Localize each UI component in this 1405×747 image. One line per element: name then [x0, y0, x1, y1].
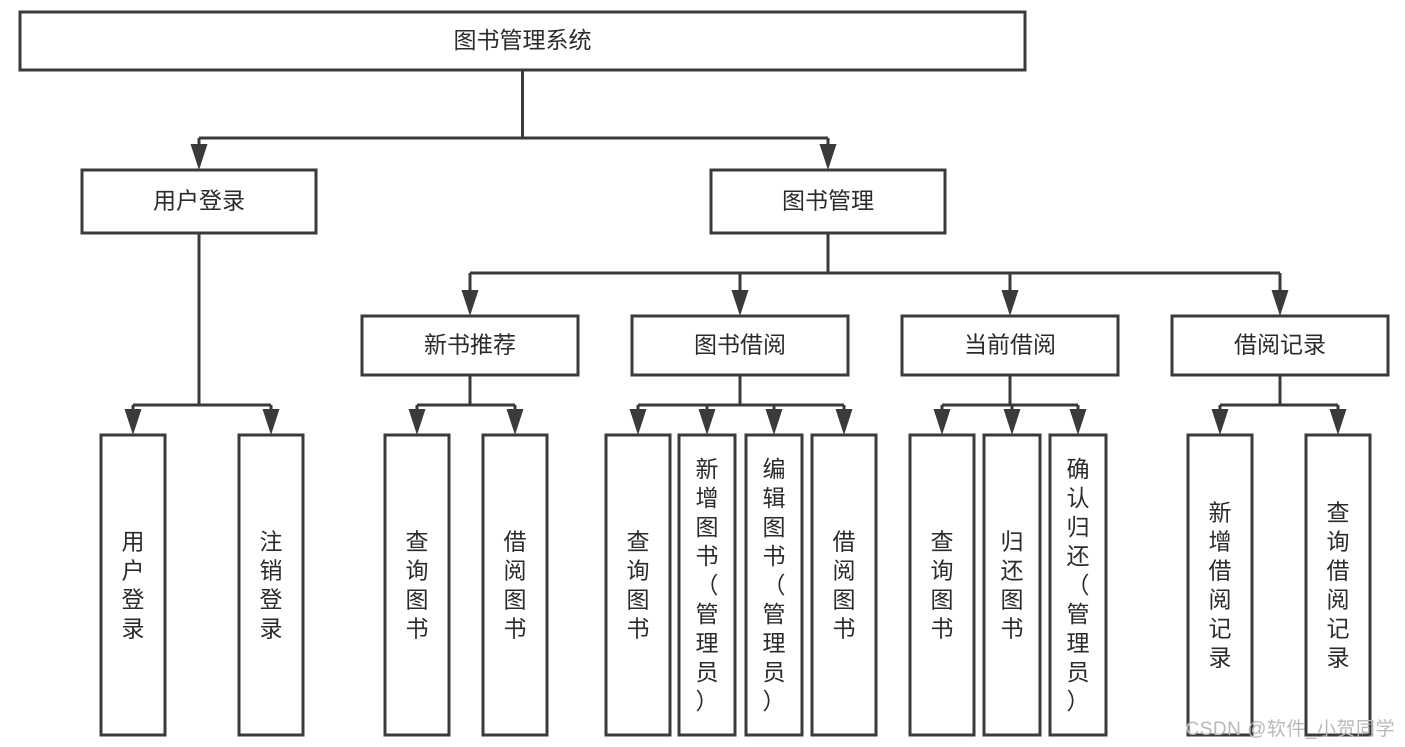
node-layer: 图书管理系统用户登录图书管理新书推荐图书借阅当前借阅借阅记录用户登录注销登录查询…	[18, 10, 1390, 737]
node-box	[709, 168, 947, 235]
node-l_query_book_2[interactable]: 查询图书	[604, 433, 672, 737]
node-n_record[interactable]: 借阅记录	[1170, 314, 1390, 377]
node-box	[744, 433, 804, 737]
node-label: 借阅图书	[833, 529, 856, 642]
node-l_edit_book[interactable]: 编辑图书（管理员）	[744, 433, 804, 737]
node-n_borrow[interactable]: 图书借阅	[630, 314, 850, 377]
node-box	[900, 314, 1120, 377]
node-n_user_login[interactable]: 用户登录	[80, 168, 318, 235]
node-box	[481, 433, 549, 737]
node-l_query_book_1[interactable]: 查询图书	[383, 433, 451, 737]
node-n_book_mgmt[interactable]: 图书管理	[709, 168, 947, 235]
connector-group-n_new_rec	[408, 375, 524, 435]
node-label: 查询图书	[931, 529, 954, 642]
node-label: 编辑图书（管理员）	[763, 456, 786, 714]
node-label: 查询图书	[627, 529, 650, 642]
connector-group-root	[190, 70, 837, 170]
watermark-label: CSDN @软件_小贺同学	[1185, 719, 1395, 740]
node-label: 图书管理	[782, 188, 874, 214]
node-l_query_book_3[interactable]: 查询图书	[908, 433, 976, 737]
node-box	[1048, 433, 1108, 737]
node-box	[237, 433, 305, 737]
node-l_query_record[interactable]: 查询借阅记录	[1304, 433, 1372, 737]
node-label: 借阅记录	[1234, 332, 1326, 358]
node-box	[360, 314, 580, 377]
node-l_add_book[interactable]: 新增图书（管理员）	[677, 433, 737, 737]
connector-group-n_borrow	[629, 375, 853, 435]
node-n_new_rec[interactable]: 新书推荐	[360, 314, 580, 377]
node-box	[908, 433, 976, 737]
node-box	[810, 433, 878, 737]
node-label: 用户登录	[153, 188, 245, 214]
node-n_current[interactable]: 当前借阅	[900, 314, 1120, 377]
node-box	[99, 433, 167, 737]
node-label: 新增借阅记录	[1209, 500, 1232, 671]
connector-group-n_book_mgmt	[461, 233, 1289, 316]
connector-group-n_current	[933, 375, 1087, 435]
node-label: 归还图书	[1001, 529, 1024, 642]
node-label: 图书管理系统	[454, 27, 592, 53]
node-box	[604, 433, 672, 737]
node-l_borrow_book_1[interactable]: 借阅图书	[481, 433, 549, 737]
node-label: 注销登录	[260, 529, 283, 642]
node-label: 当前借阅	[964, 332, 1056, 358]
connector-group-n_record	[1211, 375, 1347, 435]
node-label: 确认归还（管理员）	[1067, 456, 1090, 714]
node-label: 查询借阅记录	[1327, 500, 1350, 671]
node-label: 新增图书（管理员）	[696, 456, 719, 714]
node-box	[1186, 433, 1254, 737]
node-box	[630, 314, 850, 377]
node-l_return_book[interactable]: 归还图书	[982, 433, 1042, 737]
node-label: 借阅图书	[504, 529, 527, 642]
node-label: 查询图书	[406, 529, 429, 642]
node-label: 图书借阅	[694, 332, 786, 358]
node-box	[383, 433, 451, 737]
node-box	[18, 10, 1027, 72]
node-label: 用户登录	[122, 529, 145, 642]
node-l_add_record[interactable]: 新增借阅记录	[1186, 433, 1254, 737]
node-box	[1170, 314, 1390, 377]
node-box	[677, 433, 737, 737]
node-label: 新书推荐	[424, 332, 516, 358]
node-l_user_logout[interactable]: 注销登录	[237, 433, 305, 737]
node-box	[1304, 433, 1372, 737]
connector-layer	[124, 70, 1347, 435]
node-box	[982, 433, 1042, 737]
connector-group-n_user_login	[124, 233, 280, 435]
node-l_confirm_return[interactable]: 确认归还（管理员）	[1048, 433, 1108, 737]
node-l_user_login[interactable]: 用户登录	[99, 433, 167, 737]
node-l_borrow_book_2[interactable]: 借阅图书	[810, 433, 878, 737]
node-root[interactable]: 图书管理系统	[18, 10, 1027, 72]
node-box	[80, 168, 318, 235]
